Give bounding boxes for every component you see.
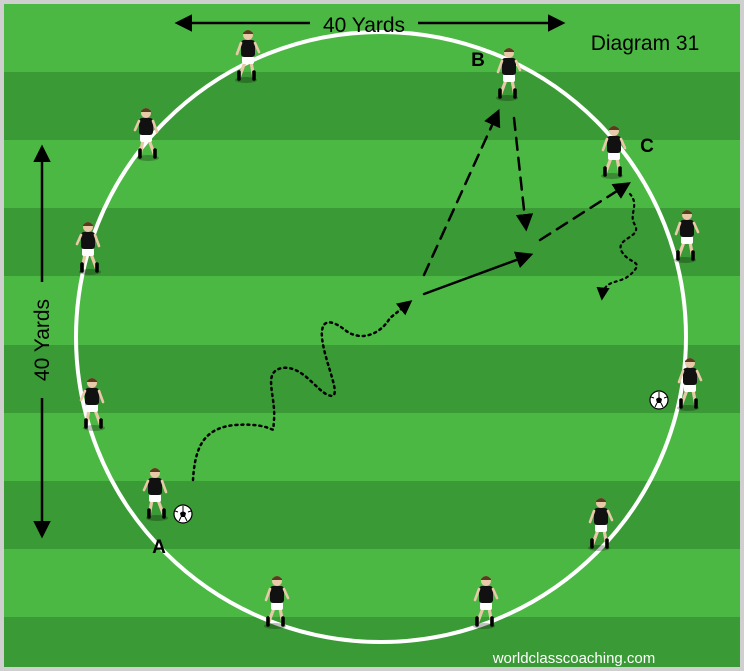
diagram-title: Diagram 31: [591, 32, 700, 55]
field-stripe: [0, 549, 744, 617]
player-label-c: C: [640, 136, 654, 157]
field-stripe: [0, 481, 744, 549]
player-label-a: A: [152, 537, 166, 558]
vertical-dimension-label: 40 Yards: [31, 299, 54, 381]
watermark-text: worldclasscoaching.com: [492, 650, 656, 667]
soccer-ball: [174, 505, 192, 523]
player-label-b: B: [471, 50, 485, 71]
field-stripe: [0, 413, 744, 481]
field-stripe: [0, 72, 744, 140]
field-stripe: [0, 345, 744, 413]
soccer-ball: [650, 391, 668, 409]
horizontal-dimension-label: 40 Yards: [323, 14, 405, 37]
